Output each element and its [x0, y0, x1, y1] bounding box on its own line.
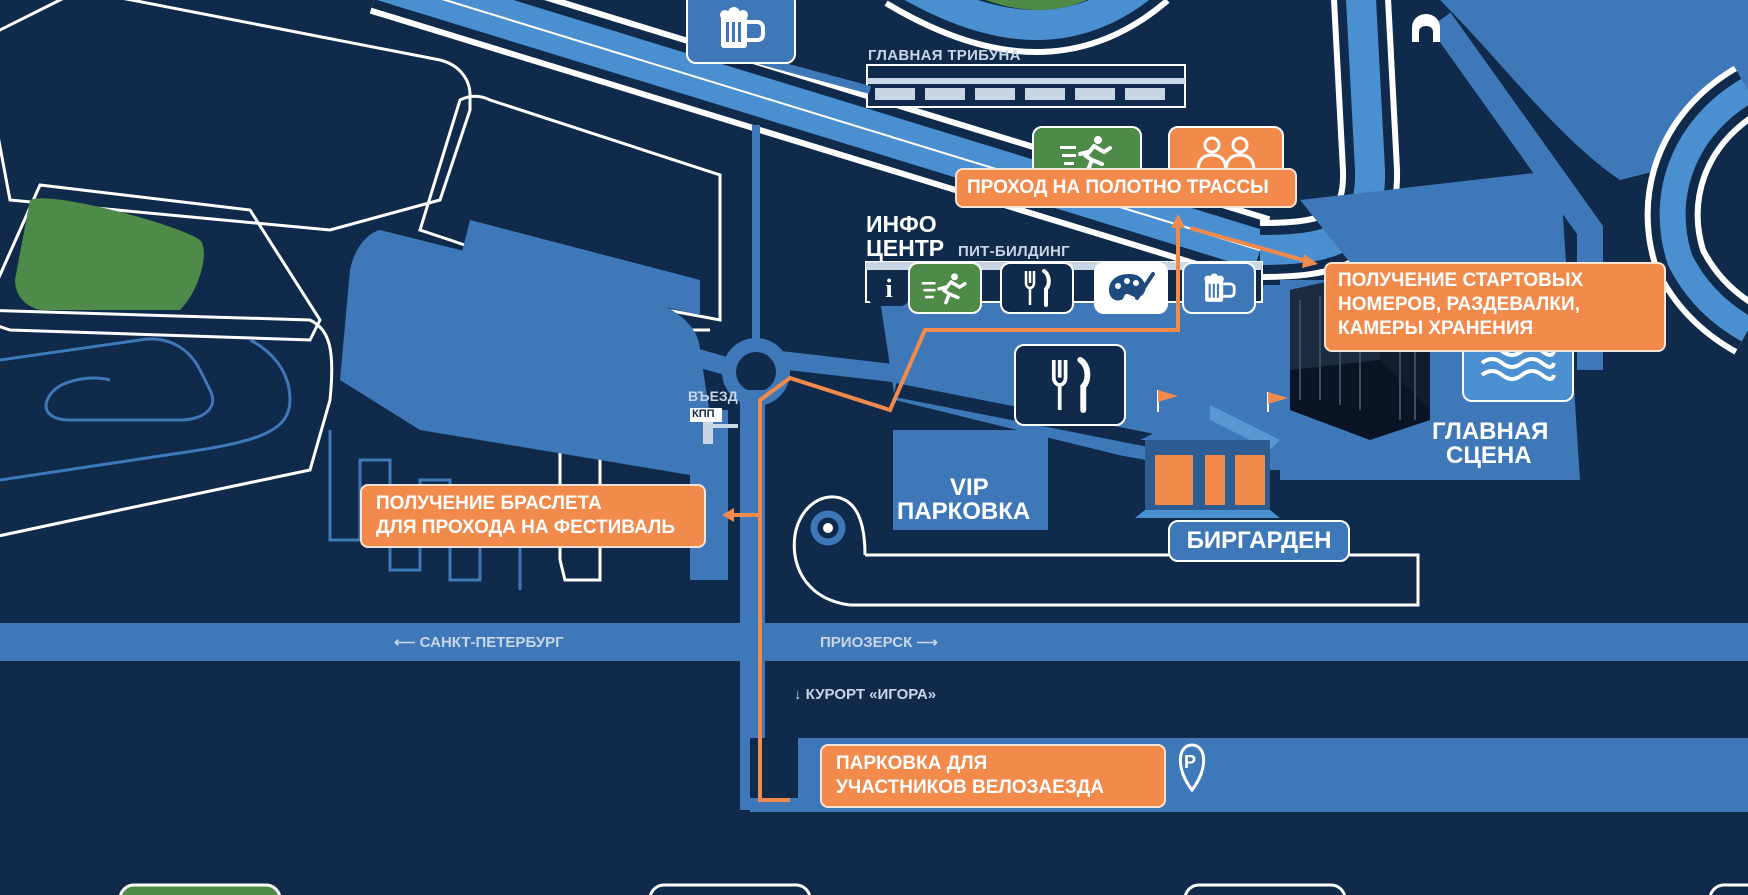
callout-track-access[interactable]: ПРОХОД НА ПОЛОТНО ТРАССЫ	[955, 168, 1297, 208]
vip-parking-label-line2: ПАРКОВКА	[897, 498, 1031, 525]
food-icon-tile-pit[interactable]	[1000, 262, 1074, 314]
runner-icon	[921, 273, 967, 305]
callout-cyclist-parking-line2: УЧАСТНИКОВ ВЕЛОЗАЕЗДА	[836, 777, 1104, 798]
callout-start-numbers-line1: ПОЛУЧЕНИЕ СТАРТОВЫХ	[1338, 270, 1584, 291]
biergarten-label[interactable]: БИРГАРДЕН	[1168, 520, 1350, 562]
hook-track	[792, 495, 1420, 607]
runner-icon	[1060, 136, 1112, 172]
people-icon	[1196, 136, 1256, 172]
main-tribune-label: ГЛАВНАЯ ТРИБУНА	[868, 47, 1021, 64]
route-path	[730, 220, 1311, 802]
arrow-right-icon: ⟶	[912, 634, 938, 651]
info-center-label-line1: ИНФО	[866, 211, 937, 237]
blue-area-center	[340, 230, 720, 480]
vip-parking-label-line1: VIP	[950, 474, 989, 501]
vip-parking-area	[893, 430, 1048, 530]
beer-mug-icon	[1204, 273, 1236, 302]
callout-start-numbers[interactable]: ПОЛУЧЕНИЕ СТАРТОВЫХ НОМЕРОВ, РАЗДЕВАЛКИ,…	[1324, 262, 1666, 352]
main-tribune-structure	[866, 64, 1186, 108]
to-spb-label: ⟵ САНКТ-ПЕТЕРБУРГ	[394, 633, 564, 651]
callout-bracelet-line2: ДЛЯ ПРОХОДА НА ФЕСТИВАЛЬ	[376, 517, 676, 538]
blue-strip	[460, 220, 700, 315]
palette-icon	[1109, 272, 1155, 301]
biergarten-pavilion	[1135, 390, 1288, 518]
beer-icon-tile-pit[interactable]	[1182, 262, 1256, 314]
callout-track-access-text: ПРОХОД НА ПОЛОТНО ТРАССЫ	[967, 177, 1269, 198]
checkpoint-structure	[690, 408, 738, 444]
callout-start-numbers-line3: КАМЕРЫ ХРАНЕНИЯ	[1338, 318, 1534, 339]
art-icon-tile[interactable]	[1094, 262, 1168, 314]
callout-start-numbers-line2: НОМЕРОВ, РАЗДЕВАЛКИ,	[1338, 294, 1580, 315]
to-spb-text: САНКТ-ПЕТЕРБУРГ	[419, 634, 564, 651]
main-stage-label-line1: ГЛАВНАЯ	[1432, 418, 1549, 445]
callout-bracelet-line1: ПОЛУЧЕНИЕ БРАСЛЕТА	[376, 493, 602, 514]
green-field-left	[15, 198, 204, 310]
info-center-label-line2: ЦЕНТР	[866, 235, 945, 261]
callout-cyclist-parking[interactable]: ПАРКОВКА ДЛЯ УЧАСТНИКОВ ВЕЛОЗАЕЗДА	[820, 744, 1166, 808]
parking-symbol: P	[1184, 752, 1197, 772]
food-icon-tile-main[interactable]	[1014, 344, 1126, 426]
pit-building-label: ПИТ-БИЛДИНГ	[958, 243, 1070, 260]
info-icon: i	[885, 274, 893, 303]
runner-icon-tile-pit[interactable]	[908, 262, 982, 314]
to-resort-label: ↓ КУРОРТ «ИГОРА»	[794, 686, 936, 703]
to-resort-text: КУРОРТ «ИГОРА»	[805, 686, 937, 703]
checkpoint-label: КПП	[692, 408, 715, 420]
beer-icon-tile-top[interactable]	[686, 0, 796, 64]
arrow-down-icon: ↓	[794, 686, 806, 703]
fork-knife-icon	[1051, 357, 1091, 413]
to-priozersk-label: ПРИОЗЕРСК ⟶	[820, 633, 938, 651]
entrance-label: ВЪЕЗД	[688, 388, 738, 404]
route-arrowheads	[722, 214, 1318, 522]
tunnel-icon	[1412, 14, 1440, 42]
to-priozersk-text: ПРИОЗЕРСК	[820, 634, 913, 651]
beer-mug-icon	[720, 7, 765, 48]
fork-knife-icon	[1024, 269, 1051, 307]
callout-cyclist-parking-line1: ПАРКОВКА ДЛЯ	[836, 753, 988, 774]
arrow-left-icon: ⟵	[394, 634, 420, 651]
parking-pin-icon	[1178, 743, 1206, 793]
bottom-edge-tiles	[119, 883, 1748, 895]
callout-bracelet[interactable]: ПОЛУЧЕНИЕ БРАСЛЕТА ДЛЯ ПРОХОДА НА ФЕСТИВ…	[360, 484, 706, 548]
main-stage-label-line2: СЦЕНА	[1446, 442, 1532, 469]
info-icon-tile[interactable]: i	[868, 272, 910, 306]
